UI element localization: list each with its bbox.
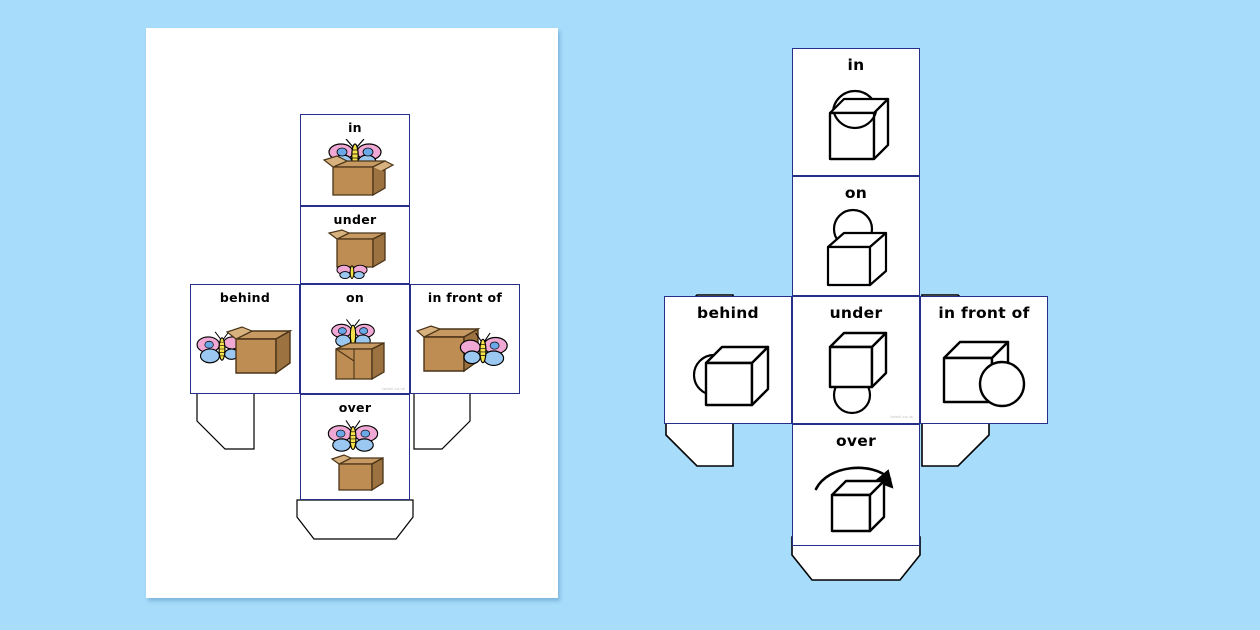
face-label: in front of bbox=[427, 290, 503, 305]
face-label: over bbox=[835, 432, 877, 450]
face-label: on bbox=[844, 184, 868, 202]
face-over[interactable]: over bbox=[792, 424, 920, 546]
face-label: under bbox=[333, 212, 377, 227]
face-behind[interactable]: behind bbox=[190, 284, 300, 394]
sphere-under-cube-icon bbox=[793, 322, 919, 424]
flap-bottom bbox=[296, 498, 414, 542]
sphere-in-cube-icon bbox=[793, 74, 919, 176]
face-over[interactable]: over bbox=[300, 394, 410, 500]
face-label: under bbox=[829, 304, 883, 322]
face-label: over bbox=[338, 400, 372, 415]
face-label: behind bbox=[697, 304, 759, 322]
face-in[interactable]: in bbox=[792, 48, 920, 176]
face-label: in bbox=[348, 120, 362, 135]
face-under[interactable]: under bbox=[300, 206, 410, 284]
face-label: on bbox=[345, 290, 365, 305]
face-in-front-of[interactable]: in front of bbox=[410, 284, 520, 394]
flap-bottom bbox=[790, 535, 922, 583]
face-under[interactable]: under twinkl.co.uk bbox=[792, 296, 920, 424]
face-on[interactable]: on bbox=[300, 284, 410, 394]
face-in-front-of[interactable]: in front of bbox=[920, 296, 1048, 424]
butterfly-in-box-icon bbox=[301, 135, 409, 206]
sphere-behind-cube-icon bbox=[665, 322, 791, 424]
sphere-on-cube-icon bbox=[793, 202, 919, 296]
face-label: in front of bbox=[938, 304, 1030, 322]
face-label: in bbox=[847, 56, 865, 74]
butterfly-under-box-icon bbox=[301, 227, 409, 284]
colour-net: in bbox=[146, 28, 558, 598]
face-on[interactable]: on bbox=[792, 176, 920, 296]
butterfly-in-front-of-box-icon bbox=[411, 305, 519, 394]
butterfly-over-box-icon bbox=[301, 415, 409, 500]
butterfly-behind-box-icon bbox=[191, 305, 299, 394]
face-in[interactable]: in bbox=[300, 114, 410, 206]
arrow-over-cube-icon bbox=[793, 450, 919, 546]
blackwhite-net: in on bbox=[630, 30, 1090, 590]
sphere-in-front-of-cube-icon bbox=[921, 322, 1047, 424]
face-behind[interactable]: behind bbox=[664, 296, 792, 424]
butterfly-on-box-icon bbox=[301, 305, 409, 394]
face-label: behind bbox=[219, 290, 271, 305]
